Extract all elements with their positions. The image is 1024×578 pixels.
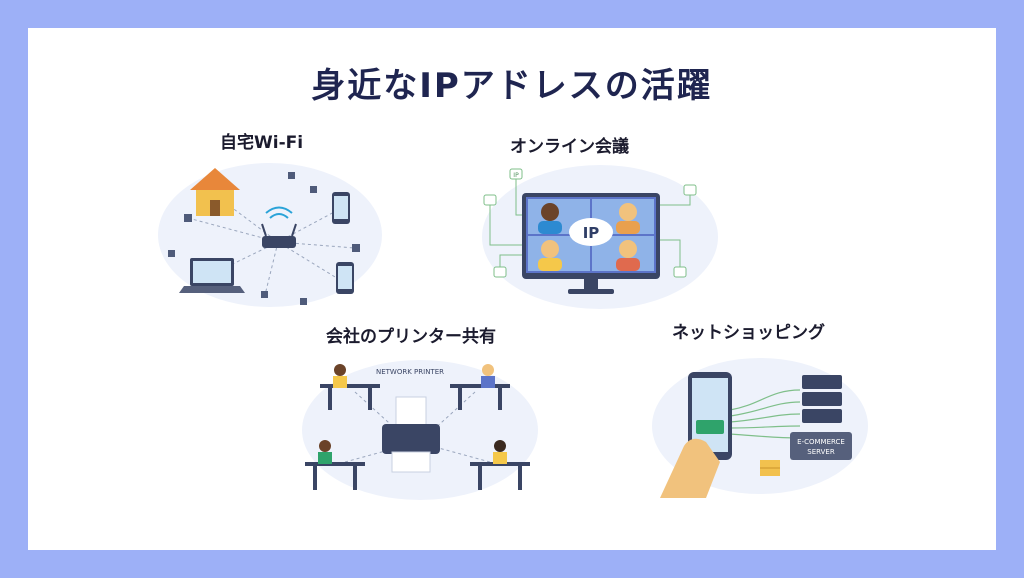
office-workers xyxy=(305,364,530,490)
server-icon: E-COMMERCE SERVER xyxy=(790,375,852,460)
ip-cloud-icon: IP xyxy=(569,218,613,246)
router-icon xyxy=(261,206,297,248)
network-printer-caption: NETWORK PRINTER xyxy=(376,368,444,376)
side-ip-badge: IP xyxy=(513,172,519,179)
office-printer-label: 会社のプリンター共有 xyxy=(326,327,496,347)
server-caption-2: SERVER xyxy=(807,448,835,456)
screen-ip-badge: IP xyxy=(583,224,600,242)
online-meeting-label: オンライン会議 xyxy=(510,137,629,157)
package-icon xyxy=(760,460,780,476)
printer-icon xyxy=(382,396,440,473)
page-title: 身近なIPアドレスの活躍 xyxy=(311,66,713,106)
online-meeting-illustration: IP IP xyxy=(480,155,720,315)
participant-avatars xyxy=(538,203,640,271)
smartphone-icon xyxy=(332,192,354,294)
home-wifi-label: 自宅Wi-Fi xyxy=(220,133,304,153)
house-icon xyxy=(190,168,240,216)
server-caption-1: E-COMMERCE xyxy=(797,438,845,446)
laptop-icon xyxy=(179,258,245,293)
net-shopping-illustration: E-COMMERCE SERVER xyxy=(650,350,870,498)
hand-smartphone-icon xyxy=(660,372,732,498)
home-wifi-illustration xyxy=(150,150,390,315)
office-printer-illustration: NETWORK PRINTER xyxy=(300,352,540,502)
net-shopping-label: ネットショッピング xyxy=(672,323,825,343)
